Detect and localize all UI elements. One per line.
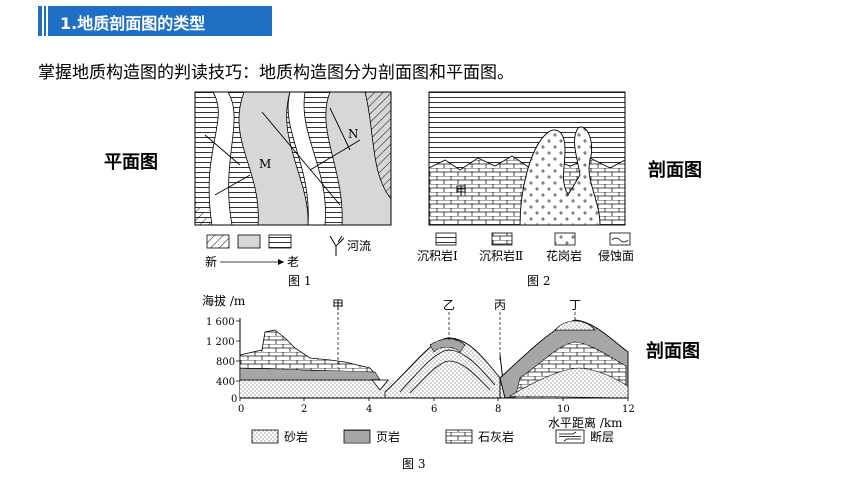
fig3-caption: 图 3 bbox=[402, 457, 425, 471]
fig3-point-jia: 甲 bbox=[332, 298, 344, 312]
fig3-point-ding: 丁 bbox=[569, 298, 581, 312]
fig3-xtick-0: 0 bbox=[238, 404, 244, 415]
fig3-xtick-1: 2 bbox=[301, 404, 307, 415]
fig3-legend-2: 石灰岩 bbox=[478, 429, 514, 444]
fig3-xtick-3: 6 bbox=[431, 404, 437, 415]
fig3-ytick-2: 800 bbox=[216, 357, 235, 368]
fig3-xlabel: 水平距离 /km bbox=[548, 415, 623, 430]
fig3-xtick-5: 10 bbox=[557, 404, 570, 415]
fig2-label-jia: 甲 bbox=[455, 184, 467, 198]
fig3-point-bing: 丙 bbox=[494, 298, 506, 312]
page-title: 1.地质剖面图的类型 bbox=[60, 14, 206, 33]
fig3-ytick-4: 0 bbox=[231, 394, 237, 405]
fig3-xtick-4: 8 bbox=[495, 404, 501, 415]
fig1-caption: 图 1 bbox=[288, 274, 311, 288]
fault-icon bbox=[559, 431, 581, 442]
fig1-legend-river: 河流 bbox=[347, 239, 371, 253]
label-section-2: 剖面图 bbox=[646, 341, 700, 362]
fig3-ytick-0: 1 600 bbox=[206, 317, 235, 328]
fig1-legend-new: 新 bbox=[205, 254, 217, 269]
fig1-label-n: N bbox=[348, 127, 359, 141]
fig3-point-yi: 乙 bbox=[443, 298, 455, 312]
fig2-legend-2: 花岗岩 bbox=[546, 248, 582, 263]
label-plan-map: 平面图 bbox=[104, 152, 158, 173]
fig3-legend-3: 断层 bbox=[590, 429, 614, 444]
label-section-1: 剖面图 bbox=[648, 160, 702, 181]
fig3-ytick-1: 1 200 bbox=[206, 337, 235, 348]
header-bar bbox=[48, 6, 272, 36]
header-accent-bar bbox=[38, 6, 42, 36]
fig3-legend-0: 砂岩 bbox=[284, 429, 308, 444]
fig2-caption: 图 2 bbox=[527, 274, 550, 288]
fig2-legend-3: 侵蚀面 bbox=[598, 248, 634, 263]
header-accent-bar-thin bbox=[44, 6, 46, 36]
intro-text: 掌握地质构造图的判读技巧：地质构造图分为剖面图和平面图。 bbox=[38, 63, 514, 83]
fig2-legend-1: 沉积岩Ⅱ bbox=[479, 248, 523, 263]
fig1-legend-old: 老 bbox=[287, 255, 299, 269]
fig2-legend-0: 沉积岩Ⅰ bbox=[417, 248, 458, 263]
fig3-ylabel: 海拔 /m bbox=[202, 293, 246, 308]
fig3-xtick-6: 12 bbox=[622, 404, 635, 415]
fig3-xtick-2: 4 bbox=[366, 404, 372, 415]
fig3-legend-1: 页岩 bbox=[376, 429, 400, 444]
fig1-label-m: M bbox=[259, 157, 271, 171]
fig3-ytick-3: 400 bbox=[216, 377, 235, 388]
river-icon bbox=[329, 235, 345, 256]
